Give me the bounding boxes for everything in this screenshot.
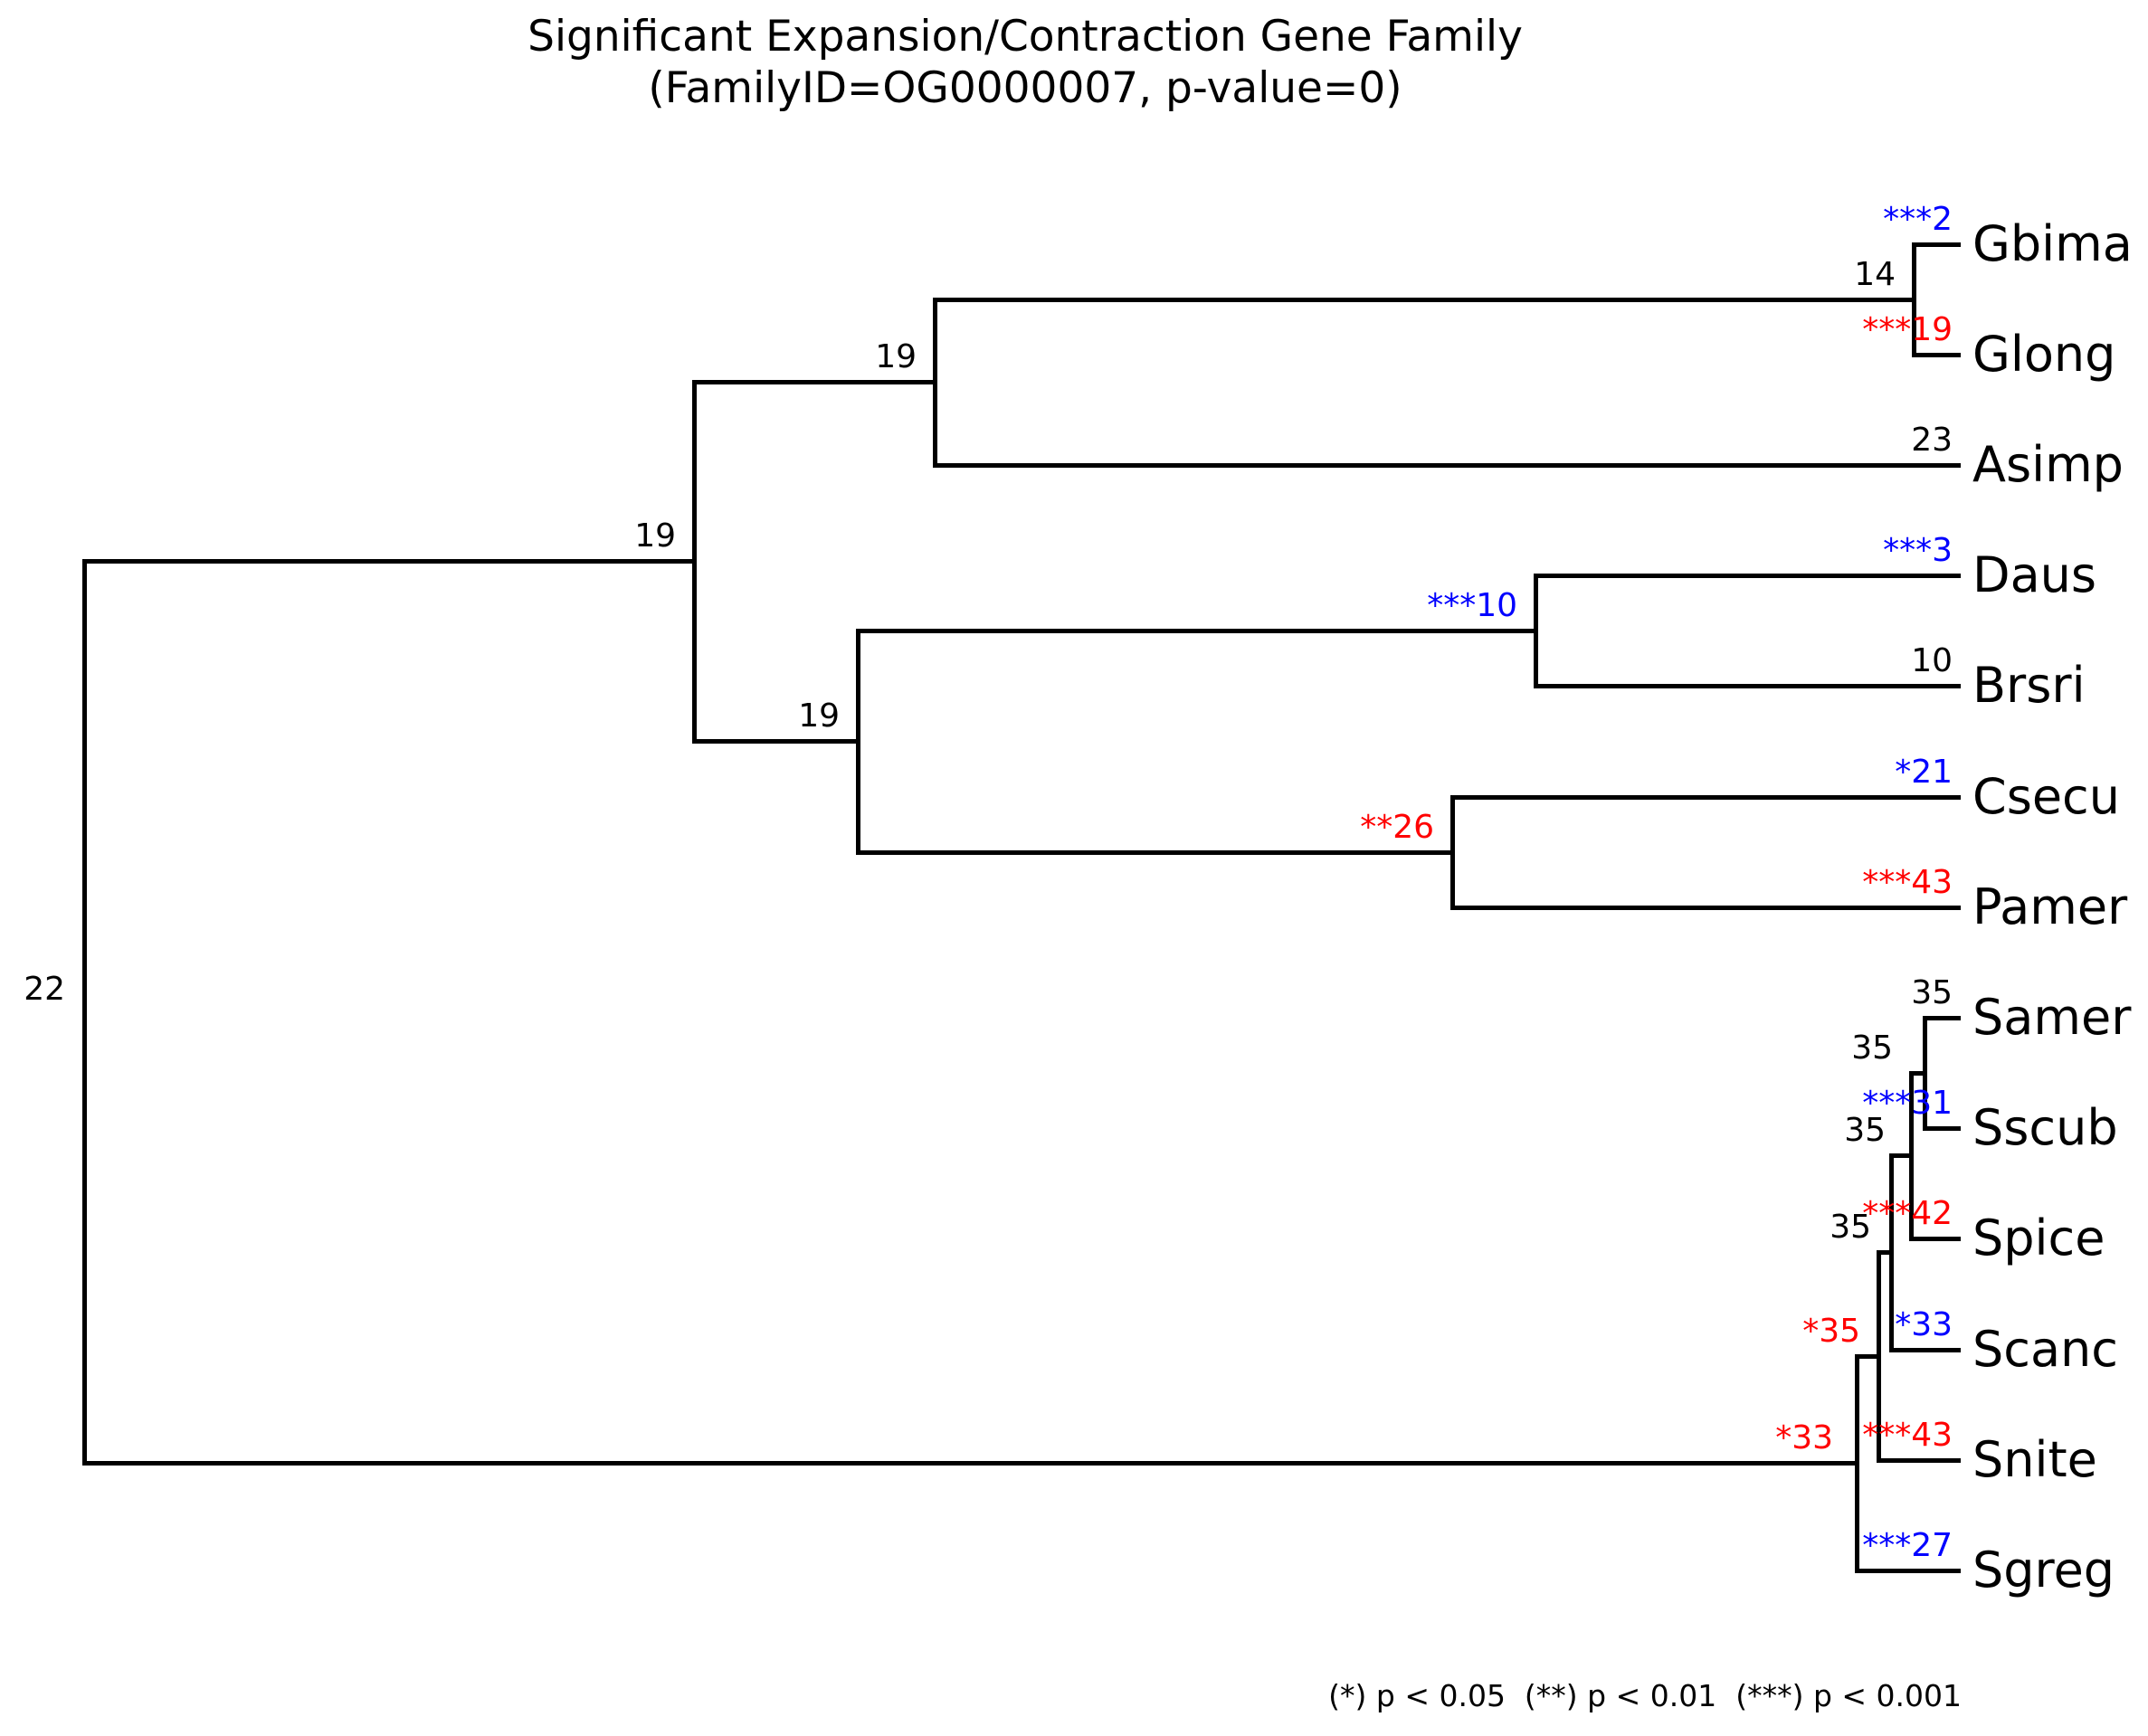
figure-title-line1: Significant Expansion/Contraction Gene F… <box>527 12 1523 62</box>
branch-gbima <box>1912 242 1961 247</box>
node-count-upper-clade: 19 <box>634 517 676 555</box>
tip-label-pamer: Pamer <box>1972 878 2128 935</box>
tip-label-snite: Snite <box>1972 1431 2097 1488</box>
branch-root-to-upper-clade <box>82 559 697 564</box>
significance-legend: (*) p < 0.05 (**) p < 0.01 (***) p < 0.0… <box>1328 1678 1962 1713</box>
tip-label-samer: Samer <box>1972 989 2132 1046</box>
branch-root-to-lower-clade <box>82 1461 1859 1466</box>
tip-count-sscub: ***31 <box>1862 1085 1953 1122</box>
node-vertical-root <box>82 559 87 1466</box>
branch-to-snite-clade <box>1855 1354 1881 1359</box>
branch-asimp <box>933 463 1961 468</box>
tip-label-glong: Glong <box>1972 326 2116 383</box>
tip-label-sgreg: Sgreg <box>1972 1542 2115 1598</box>
tip-count-snite: ***43 <box>1862 1417 1953 1454</box>
figure-title: Significant Expansion/Contraction Gene F… <box>0 11 2050 114</box>
branch-sscub <box>1923 1126 1961 1131</box>
tip-count-samer: 35 <box>1911 974 1953 1011</box>
tip-count-glong: ***19 <box>1862 311 1953 348</box>
branch-to-csecu-pamer <box>856 850 1455 855</box>
tip-count-asimp: 23 <box>1911 422 1953 459</box>
tip-label-asimp: Asimp <box>1972 436 2124 493</box>
node-count-csecu-pamer: **26 <box>1360 809 1434 846</box>
node-count-spice-clade: 35 <box>1844 1112 1886 1149</box>
node-count-sgreg-clade: *33 <box>1775 1419 1833 1456</box>
tip-label-gbima: Gbima <box>1972 215 2133 272</box>
tip-label-spice: Spice <box>1972 1210 2105 1266</box>
node-count-scanc-clade: 35 <box>1830 1209 1871 1246</box>
branch-brsri <box>1534 684 1961 688</box>
tip-count-spice: ***42 <box>1862 1195 1953 1232</box>
branch-pamer <box>1450 906 1961 910</box>
branch-snite <box>1877 1458 1961 1463</box>
branch-sgreg <box>1855 1569 1961 1573</box>
branch-to-spice-clade <box>1889 1153 1914 1158</box>
branch-spice <box>1909 1237 1961 1241</box>
tip-label-daus: Daus <box>1972 546 2097 603</box>
tip-label-sscub: Sscub <box>1972 1099 2118 1156</box>
branch-scanc <box>1889 1348 1961 1352</box>
tip-count-sgreg: ***27 <box>1862 1527 1953 1564</box>
branch-to-gbima-glong <box>933 298 1916 302</box>
branch-glong <box>1912 353 1961 357</box>
branch-to-daus-pamer-clade <box>692 739 860 744</box>
node-count-gbima-glong-asimp: 19 <box>875 338 917 375</box>
node-count-gbima-glong: 14 <box>1854 256 1896 293</box>
node-count-samer-sscub: 35 <box>1851 1029 1893 1067</box>
tip-count-brsri: 10 <box>1911 642 1953 679</box>
branch-samer <box>1923 1016 1961 1020</box>
tip-count-daus: ***3 <box>1883 532 1953 569</box>
tip-label-scanc: Scanc <box>1972 1321 2118 1378</box>
tip-count-pamer: ***43 <box>1862 864 1953 901</box>
tip-count-scanc: *33 <box>1895 1306 1953 1343</box>
branch-daus <box>1534 574 1961 578</box>
tip-count-gbima: ***2 <box>1883 201 1953 238</box>
branch-to-samer-sscub <box>1909 1071 1927 1076</box>
tip-label-brsri: Brsri <box>1972 657 2086 714</box>
node-count-root: 22 <box>24 971 65 1008</box>
node-count-daus-brsri: ***10 <box>1427 587 1517 624</box>
branch-to-gbima-glong-asimp <box>692 380 937 384</box>
tip-label-csecu: Csecu <box>1972 768 2120 825</box>
node-count-daus-pamer-clade: 19 <box>798 697 840 735</box>
branch-to-scanc-clade <box>1877 1250 1894 1255</box>
tip-count-csecu: *21 <box>1895 754 1953 791</box>
branch-csecu <box>1450 795 1961 800</box>
branch-to-daus-brsri <box>856 629 1538 633</box>
node-count-snite-clade: *35 <box>1802 1313 1860 1350</box>
figure-title-line2: (FamilyID=OG0000007, p-value=0) <box>648 63 1402 113</box>
